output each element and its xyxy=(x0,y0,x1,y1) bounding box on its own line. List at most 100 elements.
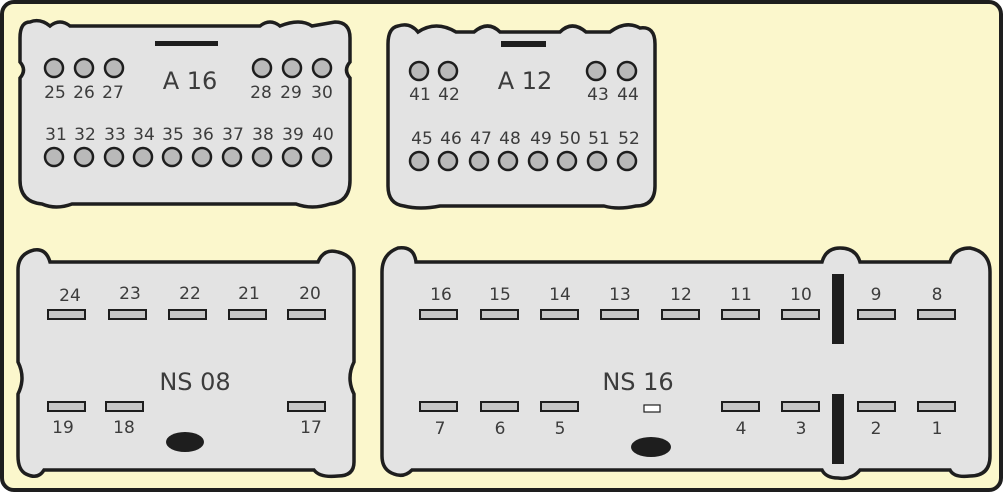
ns16-bottom-blades: 7 6 5 4 3 2 1 xyxy=(419,401,956,439)
ns16-key-slot xyxy=(643,404,661,413)
pin-49 xyxy=(527,150,549,172)
pin-36 xyxy=(191,146,213,168)
pin-9 xyxy=(857,309,896,320)
pin-label-23: 23 xyxy=(119,284,141,304)
pin-2 xyxy=(857,401,896,412)
pin-label-48: 48 xyxy=(499,129,521,149)
pin-14 xyxy=(540,309,579,320)
pin-label-44: 44 xyxy=(617,85,639,105)
pin-6 xyxy=(480,401,519,412)
connector-ns16: NS 16 16 15 14 13 12 11 10 9 8 xyxy=(380,246,992,481)
pin-41 xyxy=(408,60,430,82)
pin-31 xyxy=(43,146,65,168)
a16-top-pins: 25 26 27 28 29 30 xyxy=(43,57,333,103)
pin-52 xyxy=(616,150,638,172)
pin-label-1: 1 xyxy=(932,419,943,439)
pin-label-30: 30 xyxy=(311,83,333,103)
pin-label-49: 49 xyxy=(530,129,552,149)
pin-21 xyxy=(228,309,267,320)
pin-50 xyxy=(556,150,578,172)
pin-label-4: 4 xyxy=(736,419,747,439)
pin-37 xyxy=(221,146,243,168)
pin-8 xyxy=(917,309,956,320)
pin-label-52: 52 xyxy=(618,129,640,149)
pin-label-22: 22 xyxy=(179,284,201,304)
pin-1 xyxy=(917,401,956,412)
ns16-divider-lower xyxy=(832,394,844,464)
ns08-bottom-blades: 19 18 17 xyxy=(47,401,326,438)
pin-label-36: 36 xyxy=(192,125,214,145)
pin-11 xyxy=(721,309,760,320)
connector-ns16-latch xyxy=(631,437,671,457)
pin-39 xyxy=(281,146,303,168)
connector-ns08-title: NS 08 xyxy=(159,368,230,396)
pin-label-43: 43 xyxy=(587,85,609,105)
ns08-top-blades: 24 23 22 21 20 xyxy=(47,284,326,320)
pin-7 xyxy=(419,401,458,412)
connector-a12-title: A 12 xyxy=(498,67,553,95)
pin-45 xyxy=(408,150,430,172)
pin-label-24: 24 xyxy=(59,286,81,306)
pin-15 xyxy=(480,309,519,320)
pin-12 xyxy=(661,309,700,320)
pin-label-47: 47 xyxy=(470,129,492,149)
connector-a12-housing xyxy=(386,23,657,210)
pin-38 xyxy=(251,146,273,168)
connector-a16: A 16 25 26 27 28 29 30 31 32 33 34 35 36… xyxy=(18,18,352,209)
a16-bottom-pins: 31 32 33 34 35 36 37 38 39 40 xyxy=(43,125,334,168)
pin-34 xyxy=(132,146,154,168)
pin-24 xyxy=(47,309,86,320)
pin-29 xyxy=(281,57,303,79)
pin-label-13: 13 xyxy=(609,285,631,305)
pin-label-31: 31 xyxy=(45,125,67,145)
pin-label-46: 46 xyxy=(440,129,462,149)
pin-27 xyxy=(103,57,125,79)
pin-label-35: 35 xyxy=(162,125,184,145)
connector-ns16-title: NS 16 xyxy=(602,368,673,396)
pin-label-38: 38 xyxy=(252,125,274,145)
pin-label-10: 10 xyxy=(790,285,812,305)
connector-ns08-housing xyxy=(16,248,356,479)
pin-18 xyxy=(105,401,144,412)
pin-25 xyxy=(43,57,65,79)
pin-label-42: 42 xyxy=(438,85,460,105)
connector-a16-housing xyxy=(18,18,352,209)
pin-30 xyxy=(311,57,333,79)
pin-label-25: 25 xyxy=(44,83,66,103)
pin-20 xyxy=(287,309,326,320)
pin-label-40: 40 xyxy=(312,125,334,145)
pin-17 xyxy=(287,401,326,412)
pin-label-29: 29 xyxy=(280,83,302,103)
pin-label-28: 28 xyxy=(250,83,272,103)
pin-label-27: 27 xyxy=(102,83,124,103)
pin-40 xyxy=(311,146,333,168)
pin-3 xyxy=(781,401,820,412)
pin-label-18: 18 xyxy=(113,418,135,438)
pin-32 xyxy=(73,146,95,168)
pin-16 xyxy=(419,309,458,320)
pin-51 xyxy=(586,150,608,172)
pin-33 xyxy=(103,146,125,168)
pin-label-21: 21 xyxy=(238,284,260,304)
pin-26 xyxy=(73,57,95,79)
pin-label-41: 41 xyxy=(409,85,431,105)
connector-a16-key xyxy=(155,41,218,46)
pin-4 xyxy=(721,401,760,412)
ns16-top-blades: 16 15 14 13 12 11 10 9 8 xyxy=(419,285,956,320)
pin-label-7: 7 xyxy=(435,419,446,439)
connector-ns08: NS 08 24 23 22 21 20 19 18 17 xyxy=(16,248,356,479)
connector-ns16-housing xyxy=(380,246,992,481)
pin-label-8: 8 xyxy=(932,285,943,305)
a12-bottom-pins: 45 46 47 48 49 50 51 52 xyxy=(408,129,640,172)
connector-a16-title: A 16 xyxy=(163,67,218,95)
pin-label-17: 17 xyxy=(300,418,322,438)
pin-label-11: 11 xyxy=(730,285,752,305)
pin-13 xyxy=(600,309,639,320)
pin-48 xyxy=(497,150,519,172)
pin-5 xyxy=(540,401,579,412)
pin-label-12: 12 xyxy=(670,285,692,305)
pin-label-20: 20 xyxy=(299,284,321,304)
pin-label-39: 39 xyxy=(282,125,304,145)
pin-19 xyxy=(47,401,86,412)
